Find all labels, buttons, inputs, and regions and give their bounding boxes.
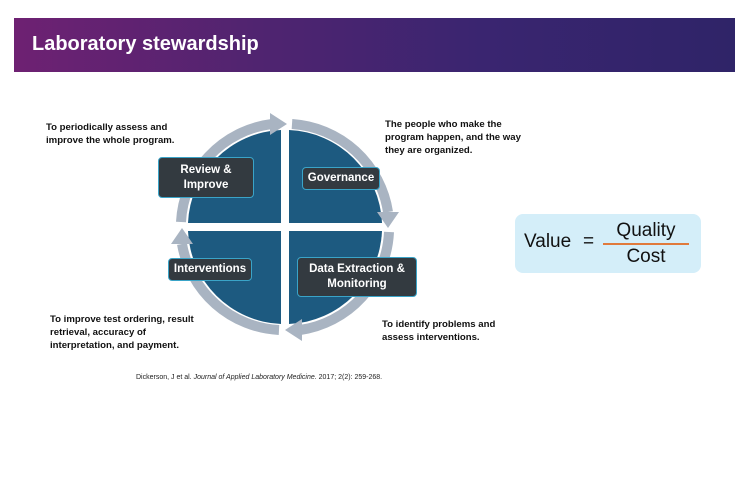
governance-box: Governance [302, 167, 380, 190]
formula-equals: = [583, 231, 595, 252]
review-improve-description: To periodically assess and improve the w… [46, 122, 175, 146]
arrow-down-icon [377, 212, 399, 228]
data-extraction-description: To identify problems and assess interven… [382, 319, 496, 343]
arrow-left-icon [285, 319, 302, 341]
interventions-description: To improve test ordering, result retriev… [50, 314, 194, 351]
value-formula: Value = Quality Cost [515, 214, 701, 273]
arrow-up-icon [171, 228, 193, 244]
interventions-box: Interventions [168, 258, 252, 281]
governance-description: The people who make the program happen, … [385, 119, 521, 156]
title-bar: Laboratory stewardship [14, 18, 735, 72]
ring-arc-top-right [291, 119, 393, 213]
arrow-right-icon [270, 113, 287, 135]
review-improve-box: Review & Improve [158, 157, 254, 198]
data-extraction-monitoring-box: Data Extraction & Monitoring [297, 257, 417, 297]
citation-journal: Journal of Applied Laboratory Medicine. [193, 374, 317, 381]
slide-title: Laboratory stewardship [32, 33, 259, 55]
ring-arc-top-left [176, 119, 273, 223]
formula-numerator: Quality [616, 220, 676, 241]
formula-value: Value [524, 231, 572, 252]
citation: Dickerson, J et al. Journal of Applied L… [136, 374, 382, 381]
formula-denominator: Cost [626, 246, 666, 267]
citation-details: 2017; 2(2): 259-268. [318, 374, 383, 381]
fraction-line [603, 243, 689, 245]
citation-authors: Dickerson, J et al. [136, 374, 192, 381]
